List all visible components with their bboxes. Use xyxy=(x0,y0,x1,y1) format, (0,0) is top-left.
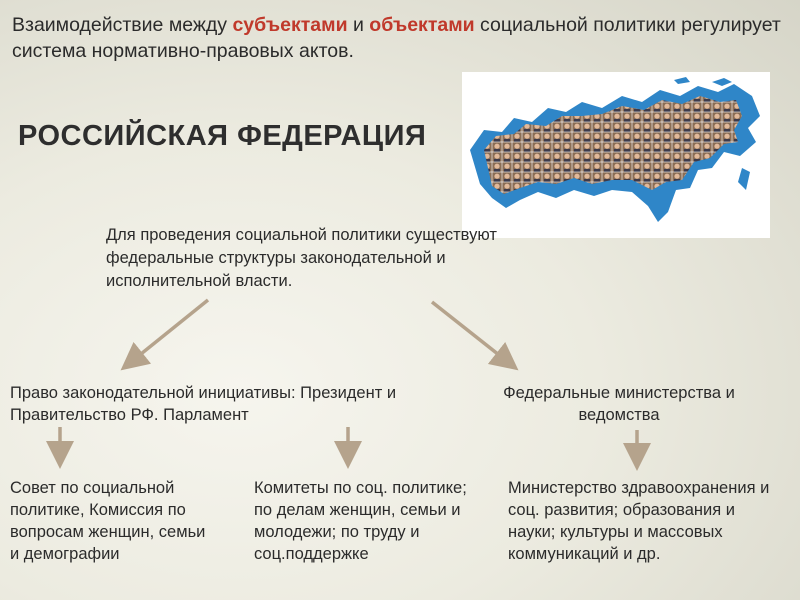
social-policy-council-text: Совет по социальной политике, Комиссия п… xyxy=(10,479,206,563)
intro-highlight-subjects: субъектами xyxy=(232,14,348,36)
russia-map-illustration xyxy=(470,77,760,222)
intro-part-2: и xyxy=(347,14,370,36)
committees-text: Комитеты по соц. политике; по делам женщ… xyxy=(254,479,467,563)
slide-title: РОССИЙСКАЯ ФЕДЕРАЦИЯ xyxy=(18,120,427,152)
arrow-to-ministries xyxy=(430,300,519,371)
intro-part-1: Взаимодействие между xyxy=(12,14,233,36)
intro-part-3: социальной политики регулирует система н… xyxy=(12,14,781,62)
intro-highlight-objects: объектами xyxy=(369,14,475,36)
federal-structures-text: Для проведения социальной политики сущес… xyxy=(106,226,497,290)
federal-ministries-text: Федеральные министерства и ведомства xyxy=(503,384,735,424)
arrow-to-legislative xyxy=(120,298,210,371)
russia-map-image xyxy=(462,72,770,238)
legislative-initiative-text: Право законодательной инициативы: Презид… xyxy=(10,384,397,424)
ministries-list-text: Министерство здравоохранения и соц. разв… xyxy=(508,479,770,563)
intro-text: Взаимодействие между субъектами и объект… xyxy=(12,12,782,64)
